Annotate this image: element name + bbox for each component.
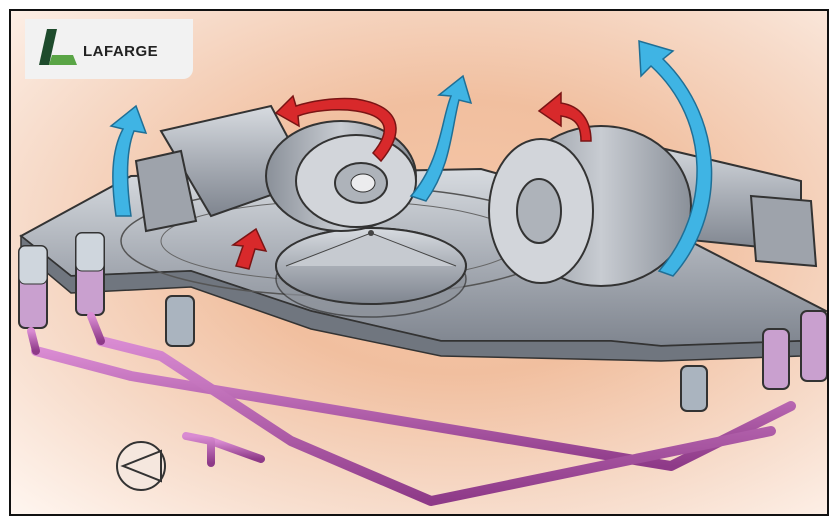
lafarge-logo-icon	[33, 25, 83, 75]
illustration-frame: LAFARGE	[9, 9, 829, 516]
machine-illustration	[11, 11, 829, 516]
central-cone	[276, 228, 466, 317]
right-roller	[489, 126, 816, 286]
logo-text: LAFARGE	[83, 43, 158, 60]
pump-symbol-icon	[117, 442, 165, 490]
brand-logo: LAFARGE	[25, 19, 193, 79]
